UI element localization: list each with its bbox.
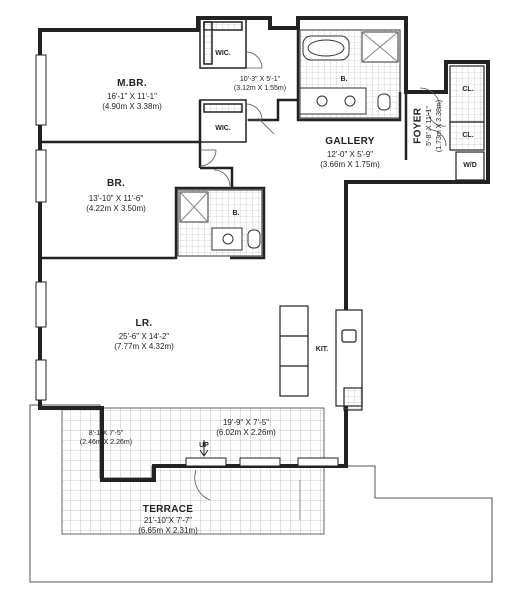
cl-1-tag: CL. [462, 86, 474, 93]
wic-1-tag: WIC. [215, 50, 231, 57]
lr-dim-imperial: 25'-6" X 14'-2" [118, 332, 170, 341]
br-dim-metric: (4.22m X 3.50m) [86, 204, 146, 213]
exterior-walls [38, 16, 490, 482]
mbr-name: M.BR. [117, 78, 147, 89]
walk-in-closets [199, 17, 247, 143]
terrace-dim-imperial: 21'-10"X 7'-7" [143, 516, 193, 525]
master-bath-fixtures [299, 29, 401, 119]
mbr-dim-metric: (4.90m X 3.38m) [102, 102, 162, 111]
foyer-closets [449, 65, 485, 181]
foyer-dim-imperial: 5'-8" X 11'-1" [425, 106, 433, 146]
mbr-dim-imperial: 16'-1" X 11'-1" [107, 92, 157, 101]
mbath-dim-imperial: 10'-3" X 5'-1" [239, 76, 281, 83]
terrace-doors [185, 440, 339, 467]
br-dim-imperial: 13'-10" X 11'-6" [88, 194, 144, 203]
second-bath-fixtures [177, 189, 263, 257]
terrace-name: TERRACE [142, 504, 194, 515]
br-name: BR. [106, 178, 126, 189]
up-tag: UP [199, 442, 209, 449]
kitchen-fixtures [279, 305, 363, 411]
interior-walls [40, 28, 408, 260]
kit-name: KIT. [315, 346, 329, 353]
dining-dim-metric: (6.02m X 2.26m) [216, 428, 276, 437]
wic-2-tag: WIC. [215, 125, 231, 132]
dining-dim-imperial: 19'-9" X 7'-5" [222, 418, 270, 427]
bath-1-tag: B. [340, 76, 348, 83]
cl-2-tag: CL. [462, 132, 474, 139]
foyer-dim-metric: (1.73m X 3.38m) [435, 99, 443, 153]
door-swings [194, 51, 447, 501]
gallery-name: GALLERY [325, 136, 375, 147]
gallery-dim-imperial: 12'-0" X 5'-9" [326, 150, 374, 159]
terrace-dim-metric: (6.65m X 2.31m) [138, 526, 198, 535]
wd-tag: W/D [463, 162, 477, 169]
terrace-small-dim-metric: (2.46m X 2.26m) [79, 439, 133, 446]
left-windows [35, 54, 47, 401]
terrace-area [29, 404, 493, 583]
lr-name: LR. [135, 318, 153, 329]
foyer-name: FOYER [412, 107, 424, 144]
lr-dim-metric: (7.77m X 4.32m) [114, 342, 174, 351]
terrace-small-dim-imperial: 8'-1"X 7'-5" [88, 430, 124, 437]
bath-2-tag: B. [232, 210, 240, 217]
gallery-dim-metric: (3.66m X 1.75m) [320, 160, 380, 169]
mbath-dim-metric: (3.12m X 1.55m) [233, 85, 287, 92]
